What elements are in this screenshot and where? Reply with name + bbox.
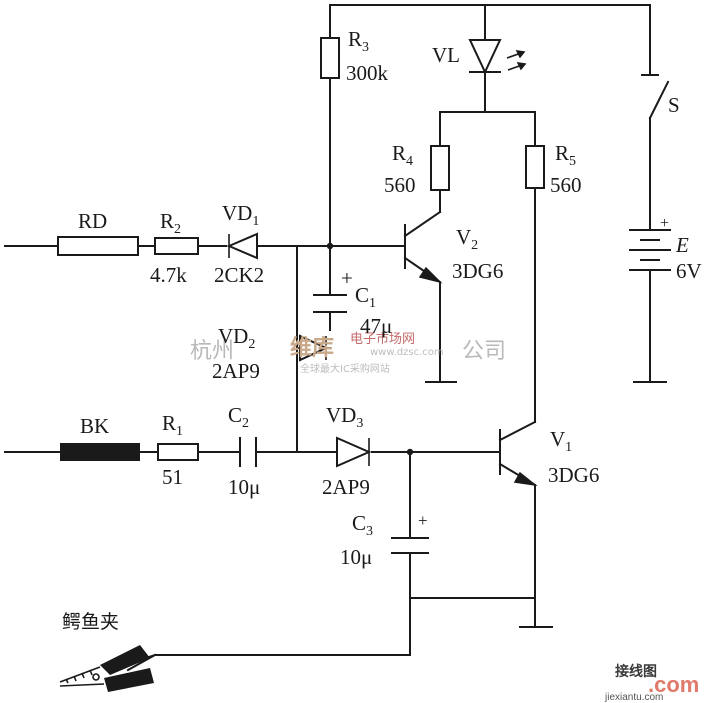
watermark-right: 公司 xyxy=(462,339,506,364)
e-value: 6V xyxy=(676,259,702,283)
c1-label: C1 xyxy=(355,283,376,311)
v1-label: V1 xyxy=(550,427,572,455)
vd2-label: VD2 xyxy=(218,324,255,352)
r2-label: R2 xyxy=(160,209,181,237)
r3-label: R3 xyxy=(348,27,369,55)
c1-capacitor-symbol xyxy=(313,294,347,313)
watermark-corner-url: jiexiantu.com xyxy=(604,692,663,703)
c3-value: 10μ xyxy=(340,545,372,569)
junction-dot xyxy=(326,242,334,250)
watermark-corner-cn: 接线图 xyxy=(615,663,657,680)
vd3-label: VD3 xyxy=(326,403,363,431)
c2-capacitor-symbol xyxy=(239,437,257,467)
r2-value: 4.7k xyxy=(150,263,187,287)
c1-polarity: + xyxy=(341,266,353,290)
c2-value: 10μ xyxy=(228,475,260,499)
v1-value: 3DG6 xyxy=(548,463,599,487)
r1-label: R1 xyxy=(162,411,183,439)
vd1-label: VD1 xyxy=(222,201,259,229)
vl-label: VL xyxy=(432,43,460,67)
watermark-center: 维库 xyxy=(290,335,334,361)
r4-label: R4 xyxy=(392,141,413,169)
r5-value: 560 xyxy=(550,173,582,197)
junction-dot xyxy=(406,448,414,456)
e-label: E xyxy=(675,233,689,257)
s-switch-symbol xyxy=(641,74,670,120)
watermark-corner-big: .com xyxy=(648,672,699,697)
r4-value: 560 xyxy=(384,173,416,197)
vd1-diode-symbol xyxy=(226,232,258,260)
s-label: S xyxy=(668,93,680,117)
alligator-clip-icon xyxy=(59,645,157,692)
r3-value: 300k xyxy=(346,61,389,85)
e-polarity: + xyxy=(660,215,669,232)
r1-value: 51 xyxy=(162,465,183,489)
wires xyxy=(4,4,651,656)
r5-resistor xyxy=(525,145,545,189)
v1-transistor-symbol xyxy=(498,420,538,487)
vd3-diode-symbol xyxy=(336,436,372,468)
rd-label: RD xyxy=(78,209,107,233)
r1-resistor xyxy=(157,443,199,461)
watermark-url: www.dzsc.com xyxy=(370,347,444,358)
vd3-value: 2AP9 xyxy=(322,475,370,499)
bk-probe-body xyxy=(60,443,140,461)
vd2-value: 2AP9 xyxy=(212,359,260,383)
c3-polarity: + xyxy=(418,511,428,530)
r4-resistor xyxy=(430,145,450,191)
c3-label: C3 xyxy=(352,511,373,539)
v2-transistor-symbol xyxy=(403,210,443,291)
c1-value: 47μ xyxy=(360,314,392,338)
c3-capacitor-symbol xyxy=(391,537,429,554)
watermark-center-sub: 电子市场网 xyxy=(350,331,415,347)
vl-led-symbol xyxy=(468,39,527,75)
r5-label: R5 xyxy=(555,141,576,169)
r3-resistor xyxy=(320,37,340,79)
v2-value: 3DG6 xyxy=(452,259,503,283)
c2-label: C2 xyxy=(228,403,249,431)
r2-resistor xyxy=(154,237,199,255)
vd2-diode-symbol xyxy=(296,334,331,362)
watermark-tagline: 全球最大IC采购网站 xyxy=(300,362,390,375)
clip-label: 鳄鱼夹 xyxy=(62,611,119,633)
bk-label: BK xyxy=(80,414,109,438)
watermark: 杭州 公司 维库 电子市场网 www.dzsc.com 全球最大IC采购网站 接… xyxy=(190,331,699,703)
watermark-left: 杭州 xyxy=(190,339,234,364)
vd1-value: 2CK2 xyxy=(214,263,264,287)
v2-label: V2 xyxy=(456,225,478,253)
e-battery-symbol xyxy=(629,229,671,271)
rd-probe-body xyxy=(57,236,139,256)
